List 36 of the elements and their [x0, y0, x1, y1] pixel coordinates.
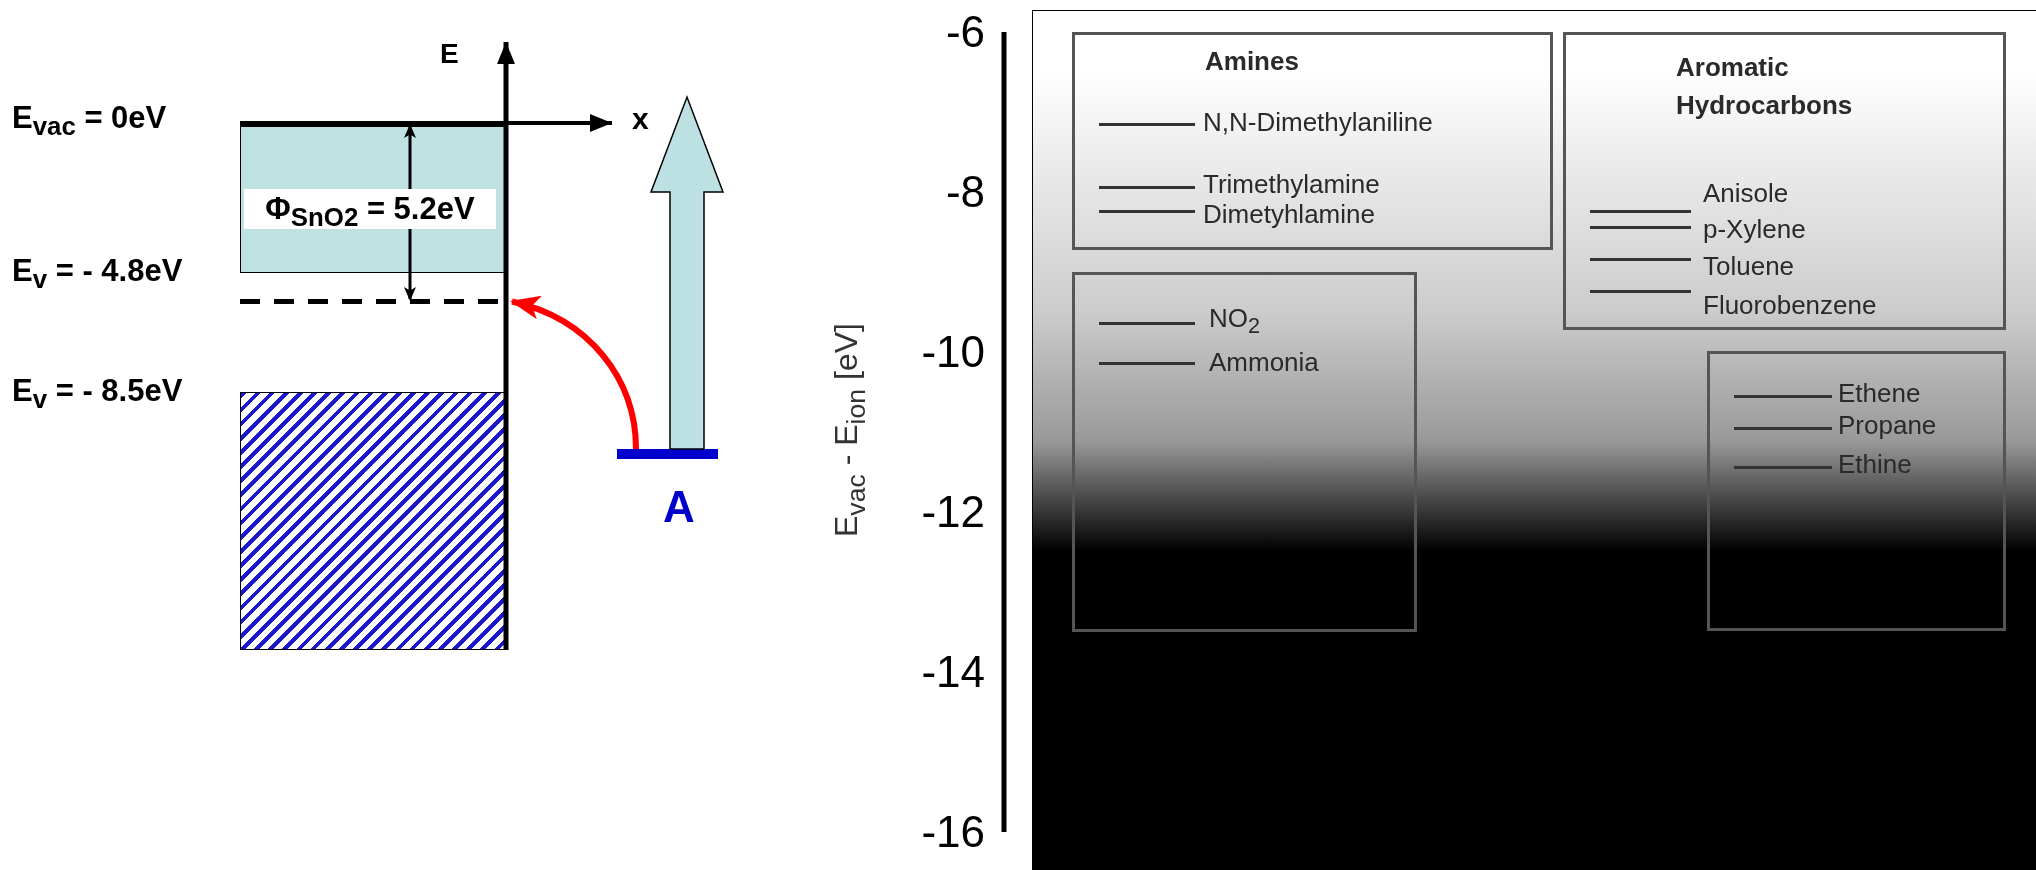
tick-label: -10 [921, 330, 985, 374]
molecule-label: Ethine [1838, 451, 1912, 477]
molecule-label: Dimetyhlamine [1203, 201, 1375, 227]
block-arrow [649, 94, 725, 450]
group-box [1563, 32, 2006, 330]
molecule-label: N,N-Dimethylaniline [1203, 109, 1433, 135]
molecule-label: Propane [1838, 412, 1937, 438]
molecule-label: Trimethylamine [1203, 171, 1380, 197]
tick-label: -6 [945, 10, 985, 54]
tick-label: -14 [921, 650, 985, 694]
molecule-label: Ammonia [1209, 349, 1319, 375]
work-function-label: Φ$_{SnO2}$ = 5.2eV [244, 189, 496, 229]
molecule-label: p-Xylene [1703, 216, 1806, 242]
energy-label: E$_{vac}$ = 0eV [12, 102, 167, 140]
axis-label: E [440, 40, 459, 68]
double-headed-arrow [404, 124, 416, 301]
tick-label: -16 [921, 810, 985, 854]
axis-label: x [632, 104, 649, 134]
tick-label: -12 [921, 490, 985, 534]
group-heading: Aromatic Hydrocarbons [1676, 51, 1854, 122]
tick-label: -8 [945, 170, 985, 214]
molecule-label: Fluorobenzene [1703, 292, 1877, 318]
molecule-label: Toluene [1703, 253, 1795, 279]
molecule-label: Anisole [1703, 180, 1789, 206]
group-box [1072, 272, 1417, 632]
level-label: A [663, 485, 695, 529]
molecule-label: Ethene [1838, 380, 1921, 406]
hatched-band [240, 392, 506, 650]
energy-band [240, 123, 506, 273]
group-heading: Amines [1205, 45, 1299, 78]
energy-label: E$_{v}$ = - 8.5eV [12, 375, 183, 413]
group-box [1707, 351, 2006, 631]
curved-arrow [510, 297, 639, 450]
energy-label: E$_{v}$ = - 4.8eV [12, 255, 183, 293]
group-box [1072, 32, 1553, 250]
molecule-label: NO$_{2}$ [1209, 305, 1261, 337]
